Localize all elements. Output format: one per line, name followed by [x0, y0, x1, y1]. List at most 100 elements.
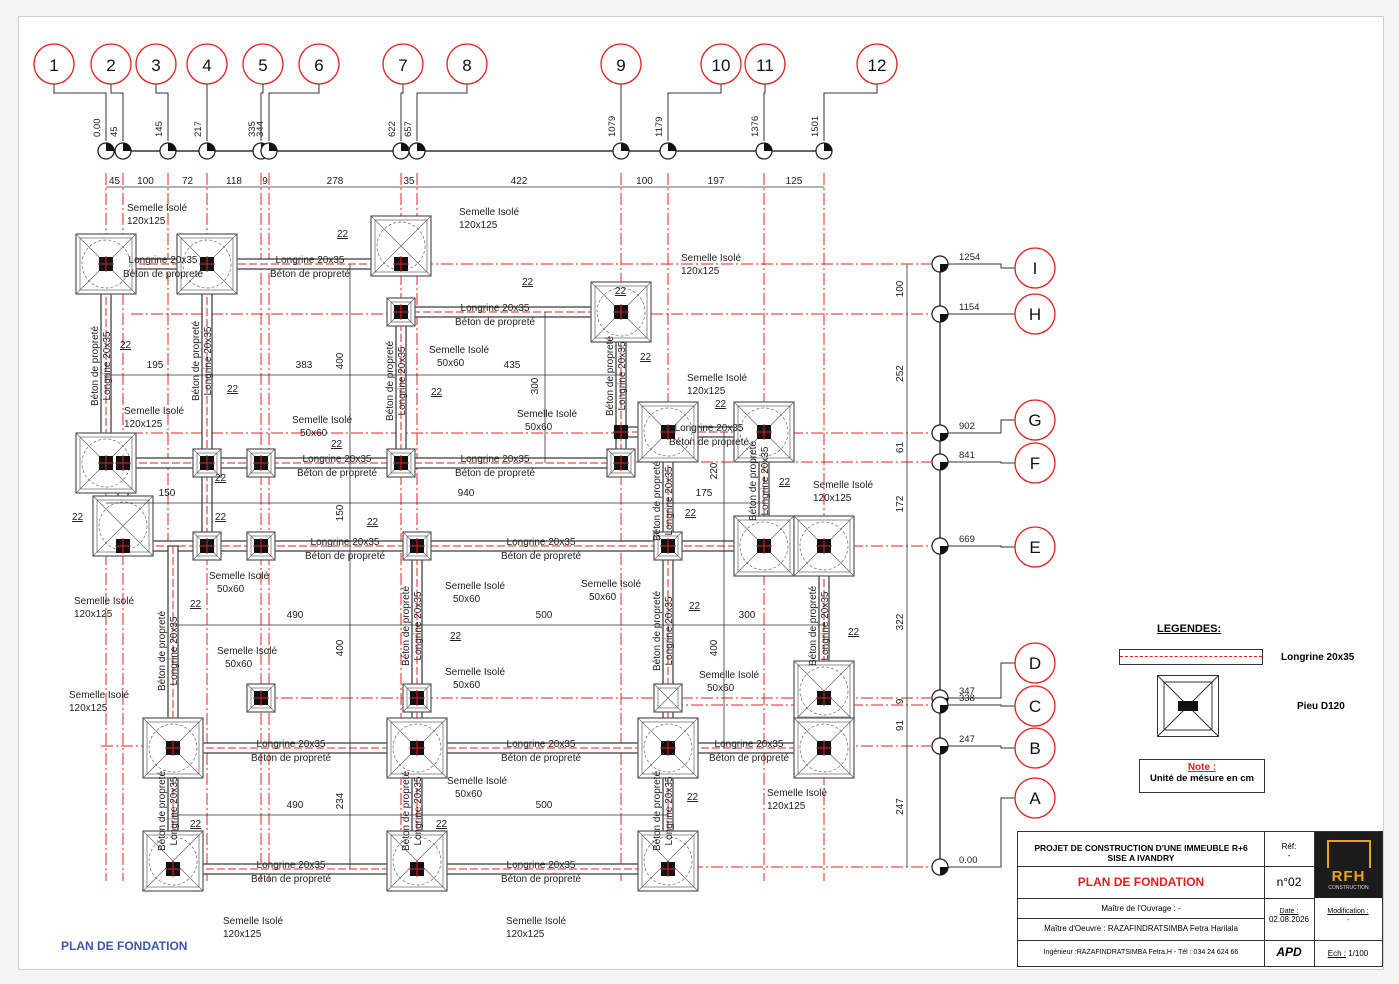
dim-22: 22: [215, 512, 227, 523]
axis-value-H: 1154: [959, 302, 979, 313]
footing-inner: [250, 687, 272, 709]
semelle-size: 50x60: [300, 428, 328, 439]
top-dim: 125: [786, 176, 803, 187]
footing-inner: [250, 452, 272, 474]
axis-bubble-C: [1014, 685, 1056, 727]
top-dim: 72: [182, 176, 194, 187]
axis-marker-fill: [269, 143, 277, 151]
tb-logo-sub: CONSTRUCTION: [1328, 885, 1369, 891]
legend-pile-symbol: [1157, 675, 1219, 737]
axis-marker-fill: [940, 462, 948, 470]
axis-id-I: I: [1033, 259, 1038, 278]
footing-pile: [799, 521, 849, 571]
semelle-label: Semelle Isolé: [681, 253, 741, 264]
beton-label: Béton de propreté: [748, 441, 759, 521]
tb-plan-no-text: n°02: [1276, 875, 1302, 889]
axis-value-G: 902: [959, 421, 975, 432]
tb-logo-text: RFH: [1331, 868, 1366, 885]
right-dim: 172: [895, 495, 906, 512]
tb-ref: Réf: -: [1264, 832, 1315, 867]
semelle-label: Semelle Isolé: [581, 579, 641, 590]
axis-marker-fill: [106, 143, 114, 151]
footing-inner: [390, 834, 444, 888]
axis-leader: [948, 797, 1015, 868]
tb-moeuvre-text: Maître d'Oeuvre : RAZAFINDRATSIMBA Fetra…: [1044, 924, 1238, 933]
axis-leader: [948, 461, 1015, 464]
axis-bubble-D: [1014, 642, 1056, 684]
footing-inner: [390, 301, 412, 323]
semelle-size: 50x60: [225, 659, 253, 670]
legend-longrine-label: Longrine 20x35: [1281, 652, 1355, 663]
axis-value-E: 669: [959, 534, 975, 545]
dim-22: 22: [450, 631, 462, 642]
beton-label: Béton de propreté: [297, 468, 377, 479]
beton-label: Béton de propreté: [157, 771, 168, 851]
longrine-label: Longrine 20x35: [276, 255, 345, 266]
legend-longrine-symbol: [1119, 649, 1263, 665]
axis-leader: [416, 84, 468, 141]
dim-22: 22: [331, 439, 343, 450]
semelle-size: 50x60: [589, 592, 617, 603]
axis-leader: [155, 84, 169, 141]
axis-bubble-F: [1014, 442, 1056, 484]
semelle-label: Semelle Isolé: [447, 776, 507, 787]
semelle-label: Semelle Isolé: [517, 409, 577, 420]
tb-phase-text: APD: [1276, 945, 1302, 959]
tb-project-name: PROJET DE CONSTRUCTION D'UNE IMMEUBLE R+…: [1034, 843, 1248, 853]
inner-dim: 150: [335, 504, 346, 521]
tb-project-site: SISE A IVANDRY: [1107, 853, 1175, 863]
beton-label: Béton de propreté: [501, 753, 581, 764]
semelle-size: 50x60: [453, 594, 481, 605]
semelle-label: Semelle Isolé: [687, 373, 747, 384]
axis-leader: [260, 84, 264, 141]
longrine-label: Longrine 20x35: [129, 255, 198, 266]
footing-inner: [196, 452, 218, 474]
beton-label: Béton de propreté: [123, 269, 203, 280]
inner-dim: 500: [536, 800, 553, 811]
axis-bubble-H: [1014, 293, 1056, 335]
axis-leader: [948, 662, 1015, 699]
axis-id-B: B: [1029, 739, 1040, 758]
beton-label: Béton de propreté: [455, 468, 535, 479]
tb-scale: Ech : 1/100: [1314, 940, 1382, 966]
footing-diag: [92, 495, 154, 557]
dim-22: 22: [640, 352, 652, 363]
longrine-label: Longrine 20x35: [169, 616, 180, 685]
axis-marker-fill: [207, 143, 215, 151]
top-dim: 278: [327, 176, 344, 187]
axis-id-A: A: [1029, 789, 1041, 808]
axis-bubble-E: [1014, 526, 1056, 568]
axis-id-3: 3: [151, 56, 160, 75]
tb-scale-value: 1/100: [1348, 949, 1369, 958]
footing-inner: [737, 405, 791, 459]
semelle-label: Semelle Isolé: [506, 916, 566, 927]
axis-bubble-A: [1014, 777, 1056, 819]
semelle-label: Semelle Isolé: [209, 571, 269, 582]
axis-marker-fill: [940, 433, 948, 441]
axis-value-9: 1079: [607, 116, 618, 137]
inner-dim: 490: [287, 610, 304, 621]
axis-id-8: 8: [462, 56, 471, 75]
axis-leader: [268, 84, 320, 141]
axis-id-E: E: [1029, 538, 1040, 557]
axis-id-9: 9: [616, 56, 625, 75]
longrine-label: Longrine 20x35: [303, 454, 372, 465]
footing-inner: [797, 721, 851, 775]
right-dim: 322: [895, 613, 906, 630]
longrine-label: Longrine 20x35: [820, 591, 831, 660]
longrine-label: Longrine 20x35: [664, 776, 675, 845]
tb-modif-value: -: [1346, 915, 1350, 924]
longrine-label: Longrine 20x35: [102, 331, 113, 400]
axis-marker-fill: [168, 143, 176, 151]
beton-label: Béton de propreté: [191, 321, 202, 401]
dim-22: 22: [72, 512, 84, 523]
footing-inner: [146, 834, 200, 888]
longrine-label: Longrine 20x35: [257, 739, 326, 750]
axis-value-6: 344: [255, 121, 266, 137]
right-dim: 91: [895, 720, 906, 732]
dim-22: 22: [715, 399, 727, 410]
axis-bubble-B: [1014, 727, 1056, 769]
longrine-beam: [201, 263, 213, 547]
right-dim: 252: [895, 365, 906, 382]
axis-marker-fill: [417, 143, 425, 151]
